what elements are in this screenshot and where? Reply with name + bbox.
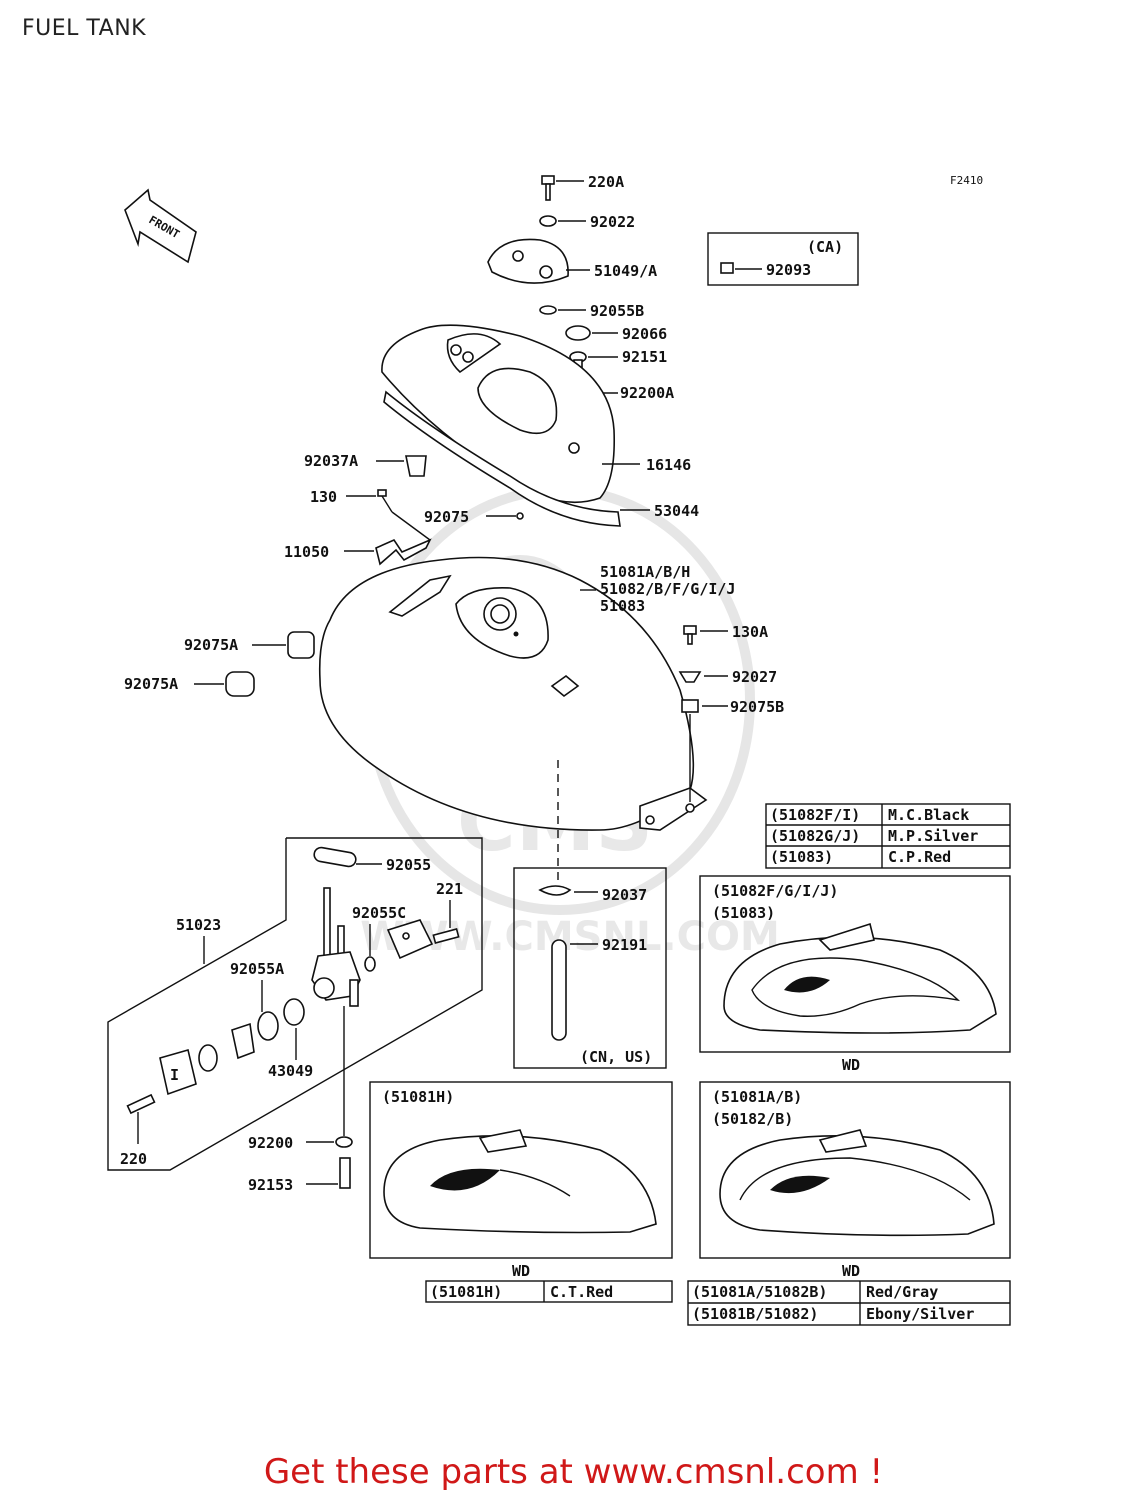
part-label: 92075B — [730, 698, 784, 716]
part-label: 221 — [436, 880, 463, 898]
color-table-ab: (51081A/51082B) Red/Gray (51081B/51082) … — [687, 1280, 1011, 1326]
part-label: 92200A — [620, 384, 674, 402]
svg-text:WD: WD — [842, 1262, 860, 1280]
page-title: FUEL TANK — [22, 16, 147, 41]
dampers — [194, 631, 315, 697]
part-label: 220 — [120, 1150, 147, 1168]
part-label: 11050 — [284, 543, 329, 561]
part-label: 92151 — [622, 348, 667, 366]
petcock-assembly: I — [107, 837, 483, 1189]
svg-text:C.T.Red: C.T.Red — [550, 1283, 613, 1301]
panel-ab: (51081A/B) (50182/B) WD — [699, 1081, 1011, 1280]
part-label: 92027 — [732, 668, 777, 686]
part-label: 51049/A — [594, 262, 657, 280]
svg-text:M.P.Silver: M.P.Silver — [888, 827, 978, 845]
svg-text:(50182/B): (50182/B) — [712, 1110, 793, 1128]
svg-text:WWW.CMSNL.COM: WWW.CMSNL.COM — [360, 914, 780, 960]
left-small-parts — [344, 455, 524, 566]
svg-text:C.P.Red: C.P.Red — [888, 848, 951, 866]
svg-text:I: I — [170, 1066, 179, 1084]
tank-cover — [381, 324, 650, 527]
svg-text:(51082F/I): (51082F/I) — [770, 806, 860, 824]
part-label: 92037 — [602, 886, 647, 904]
ca-box: (CA) 92093 — [707, 232, 859, 286]
part-label: 92200 — [248, 1134, 293, 1152]
part-label: 92055B — [590, 302, 644, 320]
svg-text:(51081B/51082): (51081B/51082) — [692, 1305, 818, 1323]
svg-text:(CN, US): (CN, US) — [580, 1048, 652, 1066]
part-label: 51023 — [176, 916, 221, 934]
svg-text:92093: 92093 — [766, 261, 811, 279]
svg-text:(51082G/J): (51082G/J) — [770, 827, 860, 845]
part-label: 92037A — [304, 452, 358, 470]
svg-text:(51081H): (51081H) — [430, 1283, 502, 1301]
fuel-tank — [318, 556, 708, 880]
part-label: 92153 — [248, 1176, 293, 1194]
part-label: 92055A — [230, 960, 284, 978]
part-label: 92066 — [622, 325, 667, 343]
color-table-h: (51081H) C.T.Red — [425, 1280, 673, 1303]
svg-text:(51081A/B): (51081A/B) — [712, 1088, 802, 1106]
part-label: 130A — [732, 623, 768, 641]
front-arrow-icon: FRONT — [124, 188, 197, 264]
part-label: 92055C — [352, 904, 406, 922]
svg-text:(51081A/51082B): (51081A/51082B) — [692, 1283, 827, 1301]
cn-us-box: (CN, US) — [513, 867, 667, 1069]
svg-text:(CA): (CA) — [807, 238, 843, 256]
part-label: 51083 — [600, 597, 645, 615]
part-label: 92022 — [590, 213, 635, 231]
part-label: 92075 — [424, 508, 469, 526]
svg-text:WD: WD — [512, 1262, 530, 1280]
svg-text:(51082F/G/I/J): (51082F/G/I/J) — [712, 882, 838, 900]
part-label: 92191 — [602, 936, 647, 954]
part-label: 92075A — [184, 636, 238, 654]
part-label: 51081A/B/H — [600, 563, 690, 581]
svg-text:(51081H): (51081H) — [382, 1088, 454, 1106]
part-label: 92055 — [386, 856, 431, 874]
svg-text:Red/Gray: Red/Gray — [866, 1283, 938, 1301]
part-label: 43049 — [268, 1062, 313, 1080]
svg-text:M.C.Black: M.C.Black — [888, 806, 969, 824]
part-label: 51082/B/F/G/I/J — [600, 580, 735, 598]
part-labels: 220A 92022 51049/A 92055B 92066 92151 92… — [120, 173, 784, 1194]
part-label: 53044 — [654, 502, 699, 520]
panel-h: (51081H) WD — [369, 1081, 673, 1280]
figure-code: F2410 — [950, 174, 983, 187]
part-label: 130 — [310, 488, 337, 506]
svg-text:(51083): (51083) — [770, 848, 833, 866]
footer-link[interactable]: Get these parts at www.cmsnl.com ! — [263, 1452, 884, 1492]
color-table-1: (51082F/I) M.C.Black (51082G/J) M.P.Silv… — [765, 803, 1011, 869]
part-label: 92075A — [124, 675, 178, 693]
panel-fgij: (51082F/G/I/J) (51083) WD — [699, 875, 1011, 1074]
part-label: 220A — [588, 173, 624, 191]
svg-text:Ebony/Silver: Ebony/Silver — [866, 1305, 974, 1323]
svg-text:WD: WD — [842, 1056, 860, 1074]
svg-text:(51083): (51083) — [712, 904, 775, 922]
right-bolts — [678, 625, 728, 802]
part-label: 16146 — [646, 456, 691, 474]
cap-parts — [487, 175, 618, 398]
fuel-tank-diagram: CMS WWW.CMSNL.COM FRONT F2410 (CA) 92093 — [107, 173, 1011, 1326]
